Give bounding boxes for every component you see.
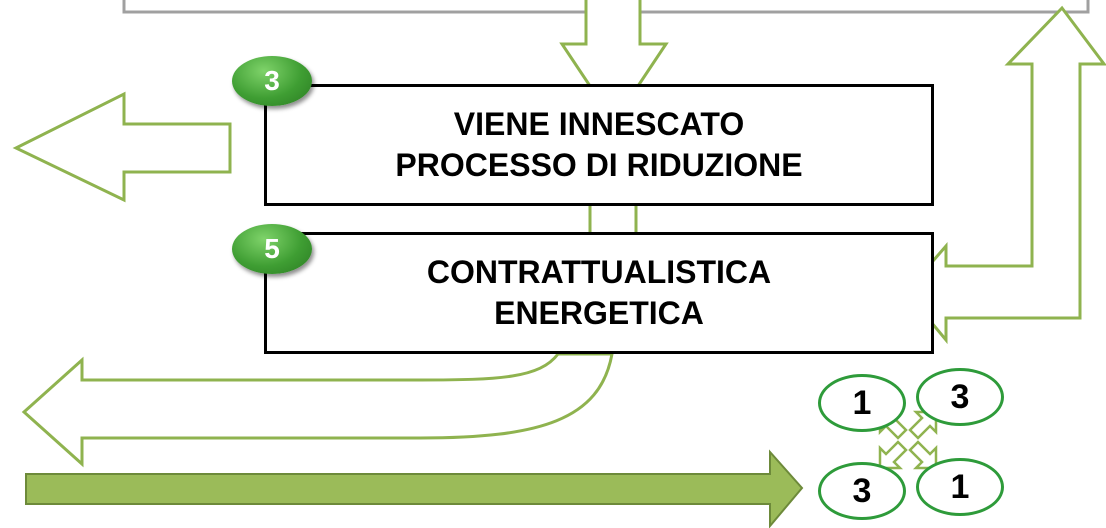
step3-badge: 3 xyxy=(232,56,312,106)
connector-step3-step5 xyxy=(588,206,638,232)
legend-circle-top-left: 1 xyxy=(818,374,906,432)
step5-badge: 5 xyxy=(232,224,312,274)
curved-arrow-from-step5 xyxy=(21,352,614,468)
legend-circle-bottom-left: 3 xyxy=(818,462,906,520)
solid-right-arrow xyxy=(25,449,804,528)
legend-circle-top-right: 3 xyxy=(916,368,1004,426)
step5-line2: ENERGETICA xyxy=(494,295,704,331)
step3-line2: PROCESSO DI RIDUZIONE xyxy=(395,147,803,183)
return-arrow-right xyxy=(904,5,1106,345)
step3-line1: VIENE INNESCATO xyxy=(453,106,745,142)
step5-box: CONTRATTUALISTICA ENERGETICA xyxy=(264,232,934,354)
step3-box: VIENE INNESCATO PROCESSO DI RIDUZIONE xyxy=(264,84,934,206)
left-arrow-from-step3 xyxy=(12,91,232,203)
legend-circle-bottom-right: 1 xyxy=(916,458,1004,516)
step5-line1: CONTRATTUALISTICA xyxy=(426,254,772,290)
